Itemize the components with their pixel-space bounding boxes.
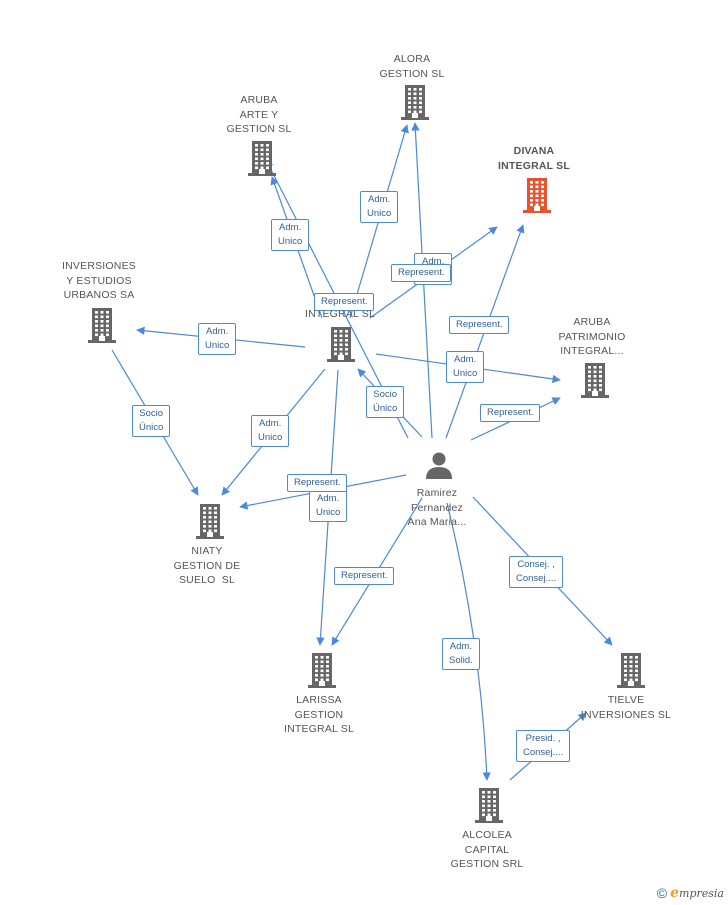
copyright-icon: © (656, 885, 668, 901)
edge-label-person-to-aruba-arte[interactable]: Represent. (314, 293, 375, 311)
node-label-alora[interactable]: ALORA GESTION SL (347, 52, 477, 81)
node-label-alcolea[interactable]: ALCOLEA CAPITAL GESTION SRL (422, 828, 552, 872)
node-label-text: ALORA GESTION SL (379, 53, 445, 80)
node-label-text: INVERSIONES Y ESTUDIOS URBANOS SA (62, 260, 136, 301)
building-icon[interactable] (579, 362, 611, 398)
edge-label-person-to-integral[interactable]: Socio Único (366, 386, 405, 418)
node-label-integral[interactable]: INTEGRAL SL (275, 307, 405, 322)
node-label-larissa[interactable]: LARISSA GESTION INTEGRAL SL (254, 693, 384, 737)
edge-label-person-to-larissa[interactable]: Represent. (334, 567, 395, 585)
node-label-text: TIELVE INVERSIONES SL (580, 694, 672, 721)
edge-label-person-to-niaty[interactable]: Represent. (287, 474, 348, 492)
node-label-text: Ramirez Fernandez Ana Maria... (407, 487, 467, 528)
edge-label-alcolea-to-tielve[interactable]: Presid. , Consej.... (516, 730, 571, 762)
building-icon[interactable] (246, 140, 278, 176)
edge-label-integral-to-aruba-arte[interactable]: Adm. Unico (271, 219, 310, 251)
person-icon[interactable] (424, 450, 454, 480)
building-icon[interactable] (86, 307, 118, 343)
node-label-text: NIATY GESTION DE SUELO SL (173, 545, 241, 586)
node-label-aruba-arte[interactable]: ARUBA ARTE Y GESTION SL (194, 93, 324, 137)
node-label-text: ARUBA ARTE Y GESTION SL (226, 94, 292, 135)
edge-label-person-to-aruba-patrimonio[interactable]: Represent. (480, 404, 541, 422)
node-label-text: ARUBA PATRIMONIO INTEGRAL... (558, 316, 626, 357)
node-label-niaty[interactable]: NIATY GESTION DE SUELO SL (142, 544, 272, 588)
node-label-text: INTEGRAL SL (304, 308, 376, 320)
building-icon[interactable] (615, 652, 647, 688)
building-icon[interactable] (194, 503, 226, 539)
building-icon[interactable] (325, 326, 357, 362)
edge-label-integral-to-alora[interactable]: Adm. Unico (360, 191, 399, 223)
brand-logo[interactable]: empresia (670, 885, 724, 901)
edge-label-person-to-alcolea[interactable]: Adm. Solid. (442, 638, 480, 670)
node-label-tielve[interactable]: TIELVE INVERSIONES SL (561, 693, 691, 722)
edge-label-integral-to-aruba-patrimonio[interactable]: Adm. Unico (446, 351, 485, 383)
footer-brand: © empresia (657, 885, 724, 901)
building-icon[interactable] (399, 84, 431, 120)
node-label-text: LARISSA GESTION INTEGRAL SL (283, 694, 355, 735)
node-label-inversiones[interactable]: INVERSIONES Y ESTUDIOS URBANOS SA (34, 259, 164, 303)
edge-label-inversiones-to-niaty[interactable]: Socio Único (132, 405, 171, 437)
building-icon[interactable] (306, 652, 338, 688)
building-icon[interactable] (473, 787, 505, 823)
node-label-aruba-patrimonio[interactable]: ARUBA PATRIMONIO INTEGRAL... (527, 315, 657, 359)
edge-label-person-to-tielve[interactable]: Consej. , Consej.... (509, 556, 564, 588)
edge-label-person-to-divana[interactable]: Represent. (449, 316, 510, 334)
node-label-person[interactable]: Ramirez Fernandez Ana Maria... (372, 486, 502, 530)
highlighted-building-icon[interactable] (521, 177, 553, 213)
node-label-text: DIVANA INTEGRAL SL (497, 145, 570, 172)
node-label-divana[interactable]: DIVANA INTEGRAL SL (469, 144, 599, 173)
edge-label-person-to-alora[interactable]: Represent. (391, 264, 452, 282)
node-label-text: ALCOLEA CAPITAL GESTION SRL (450, 829, 524, 870)
edge-label-integral-to-inversiones[interactable]: Adm. Unico (198, 323, 237, 355)
edge-label-integral-to-larissa[interactable]: Adm. Unico (309, 490, 348, 522)
edge-label-integral-to-niaty[interactable]: Adm. Unico (251, 415, 290, 447)
